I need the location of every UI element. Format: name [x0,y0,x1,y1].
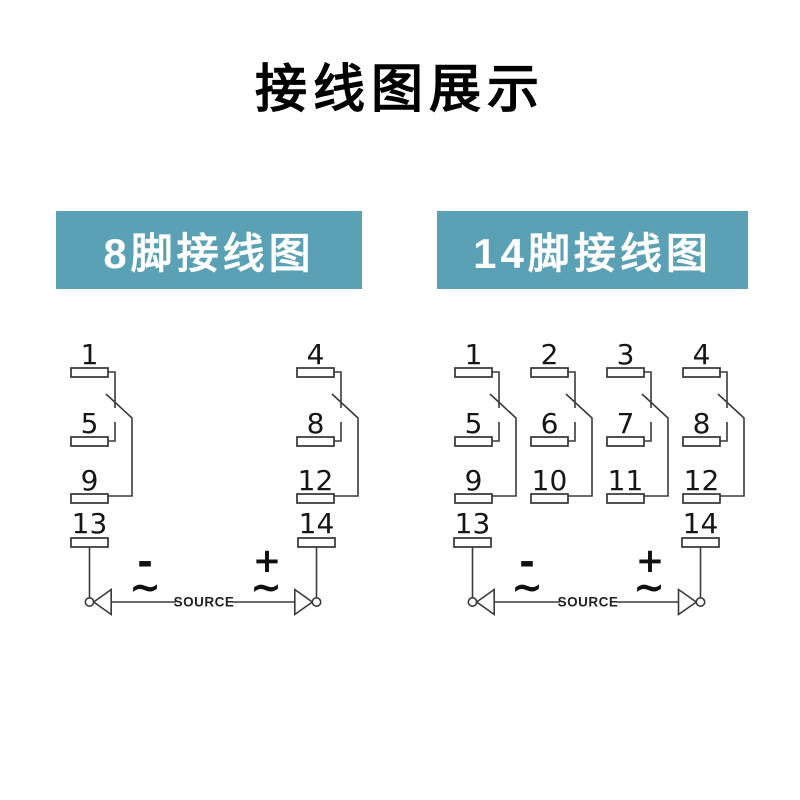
contact-column-1-5-9: 1 5 9 [454,338,517,504]
pin-label: 8 [307,407,325,440]
pin-terminal [606,493,645,504]
connection-node [695,596,706,607]
plus-sign: + [253,541,282,581]
pin-terminal [454,436,493,447]
pin-terminal [453,537,492,548]
pin-terminal [70,537,109,548]
pin-terminal [530,367,569,378]
source-row: 13 - ~ SOURCE + ~ 14 [70,507,336,617]
ac-tilde-right: ~ [250,565,282,609]
pin-label: 8 [693,407,711,440]
wiring-diagram-14pin: 1 5 9 2 6 10 3 7 [453,338,745,617]
minus-sign: - [137,540,153,584]
pin-terminal [606,367,645,378]
wire-common [720,371,728,408]
connection-node [311,596,322,607]
pin-terminal [296,367,335,378]
minus-sign: - [519,540,535,584]
pin-terminal [682,436,721,447]
wire-switch-contact [331,393,359,497]
page-title: 接线图展示 [254,61,545,119]
wire-nc-stub [644,422,652,442]
section-header-14pin: 14脚接线图 [437,211,748,289]
section-header-14pin-label: 14脚接线图 [473,229,712,277]
pin-terminal [70,367,109,378]
wire-common [108,371,116,408]
section-header-8pin: 8脚接线图 [56,211,362,289]
wire-nc-stub [108,422,116,442]
pin-terminal [297,537,336,548]
wire-switch-contact [717,393,745,497]
triangle-connector-right-icon [677,587,698,617]
pin-label: 5 [465,407,483,440]
pin-terminal [296,436,335,447]
pin-label: 11 [608,464,644,497]
source-row: 13 - ~ SOURCE + ~ 14 [453,507,720,617]
pin-label: 2 [541,338,559,371]
wire-switch-contact [565,393,593,497]
pin-terminal [454,367,493,378]
contact-column-1-5-9: 1 5 9 [70,338,133,504]
contact-column-2-6-10: 2 6 10 [530,338,593,504]
wire-nc-stub [720,422,728,442]
pin-label: 14 [683,507,719,540]
pin-label: 5 [81,407,99,440]
wire-nc-stub [334,422,342,442]
wire-switch-contact [105,393,133,497]
wire-nc-stub [568,422,576,442]
pin-label: 1 [465,338,483,371]
pin-label: 7 [617,407,635,440]
pin-terminal [530,493,569,504]
wire-common [644,371,652,408]
pin-terminal [682,367,721,378]
pin-terminal [296,493,335,504]
contact-column-3-7-11: 3 7 11 [606,338,669,504]
pin-label: 1 [81,338,99,371]
wiring-diagram-8pin: 1 5 9 4 8 12 13 [70,338,359,617]
pin-label: 4 [307,338,325,371]
wire-common [568,371,576,408]
pin-label: 9 [465,464,483,497]
wire-common [334,371,342,408]
pin-label: 10 [532,464,568,497]
wire-switch-contact [641,393,669,497]
pin-terminal [530,436,569,447]
pin-label: 13 [455,507,491,540]
pin-label: 13 [72,507,108,540]
pin-terminal [70,493,109,504]
pin-label: 14 [299,507,335,540]
triangle-connector-left-icon [475,587,496,617]
contact-column-4-8-12: 4 8 12 [682,338,745,504]
plus-sign: + [636,541,665,581]
triangle-connector-left-icon [92,587,112,617]
section-header-8pin-label: 8脚接线图 [103,229,315,277]
pin-terminal [70,436,109,447]
pin-label: 9 [81,464,99,497]
source-label: SOURCE [174,595,235,610]
pin-label: 12 [298,464,334,497]
wire-nc-stub [492,422,500,442]
ac-tilde-right: ~ [633,565,665,609]
pin-terminal [454,493,493,504]
contact-column-4-8-12: 4 8 12 [296,338,359,504]
source-label: SOURCE [558,595,619,610]
pin-terminal [681,537,720,548]
ac-tilde-left: ~ [129,565,161,609]
pin-label: 6 [541,407,559,440]
pin-label: 4 [693,338,711,371]
pin-label: 3 [617,338,635,371]
triangle-connector-right-icon [293,587,314,617]
pin-label: 12 [684,464,720,497]
wire-switch-contact [489,393,517,497]
ac-tilde-left: ~ [511,565,543,609]
pin-terminal [682,493,721,504]
pin-terminal [606,436,645,447]
wire-common [492,371,500,408]
